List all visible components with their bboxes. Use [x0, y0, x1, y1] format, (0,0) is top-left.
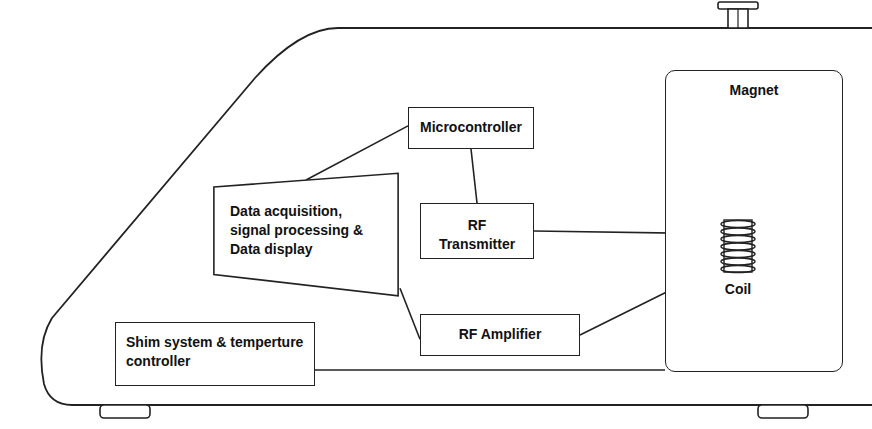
node-label: Shim system & temperture controller [126, 333, 304, 371]
chimney-line [737, 9, 738, 28]
coil-winding [721, 251, 755, 258]
shape-border [214, 173, 398, 296]
chimney-cap [718, 2, 758, 9]
data-display-shape: Data acquisition, signal processing & Da… [212, 172, 400, 297]
process-box: Shim system & temperture controller [115, 322, 315, 386]
magnet-box: MagnetCoil [665, 70, 843, 372]
node-label: RF Transmitter [429, 216, 525, 254]
connector-line [306, 126, 408, 180]
coil-winding [721, 266, 755, 273]
node-label: RF Amplifier [429, 325, 571, 344]
process-box: RF Transmitter [420, 203, 534, 259]
connector-line [315, 369, 665, 371]
coil-winding [721, 258, 755, 265]
node-label: Data acquisition, signal processing & Da… [230, 202, 386, 259]
coil-winding [721, 228, 755, 235]
process-box: RF Amplifier [420, 314, 580, 356]
chimney-stem [728, 9, 748, 28]
process-box: Microcontroller [408, 107, 534, 149]
node-label: Microcontroller [417, 118, 525, 137]
wheel [758, 405, 808, 418]
connector-line [471, 149, 477, 203]
node-label: Coil [712, 280, 764, 299]
coil-winding [721, 243, 755, 250]
coil: Coil [710, 216, 766, 304]
node-label: Magnet [676, 81, 832, 100]
housing-outline [41, 28, 872, 405]
connector-line [400, 288, 420, 339]
wheel [100, 405, 150, 418]
coil-winding [721, 236, 755, 243]
coil-winding [721, 221, 755, 228]
